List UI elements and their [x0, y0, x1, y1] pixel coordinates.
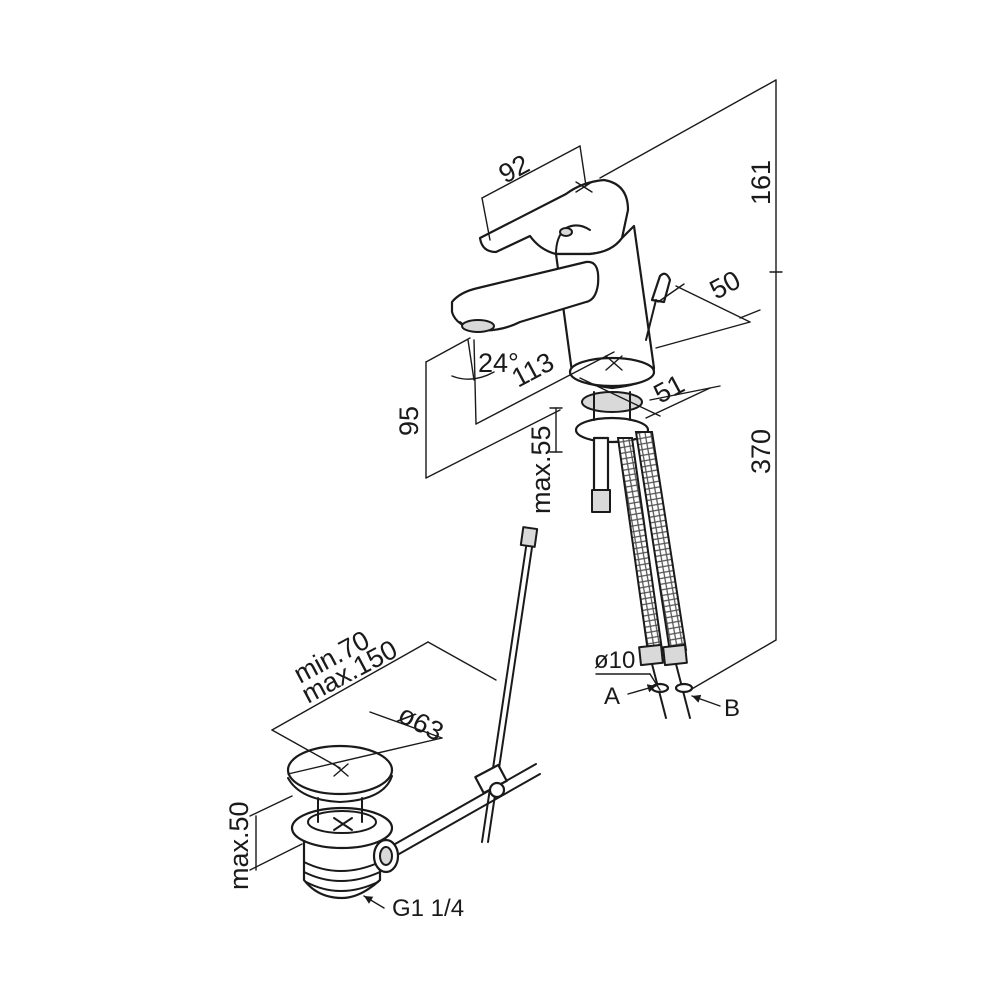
dim-max-deck: max.55: [526, 425, 556, 514]
dim-spout-angle: 24°: [478, 348, 519, 378]
dim-waste-height: max.50: [224, 801, 254, 890]
fixing-plate: [574, 416, 650, 444]
dim-handle-length: 92: [494, 149, 535, 190]
dim-waste-thread: G1 1/4: [392, 895, 464, 922]
dim-hose-diameter: ø10: [594, 647, 635, 674]
flexible-hoses: [616, 431, 694, 719]
dim-total-height: 161: [746, 160, 776, 205]
label-inlet-b: B: [724, 695, 740, 722]
dimension-lines: [249, 79, 783, 909]
dim-base-depth: 51: [649, 369, 690, 410]
washer: [581, 391, 643, 413]
pop-up-knob: [650, 272, 672, 304]
faucet-base: [568, 356, 656, 388]
faucet-body: [450, 178, 672, 513]
dim-spout-height: 95: [394, 406, 424, 436]
lift-rod: [387, 526, 541, 859]
dim-plug-diameter: ø63: [393, 699, 448, 747]
dimension-labels: 92 161 50 370 24° 113 95 51 max.55 ø10 A…: [224, 149, 776, 922]
waste-flange: [290, 806, 394, 850]
dim-hose-length: 370: [746, 429, 776, 474]
dim-base-width: 50: [705, 265, 746, 306]
lever-handle: [478, 178, 630, 256]
label-inlet-a: A: [604, 683, 620, 710]
